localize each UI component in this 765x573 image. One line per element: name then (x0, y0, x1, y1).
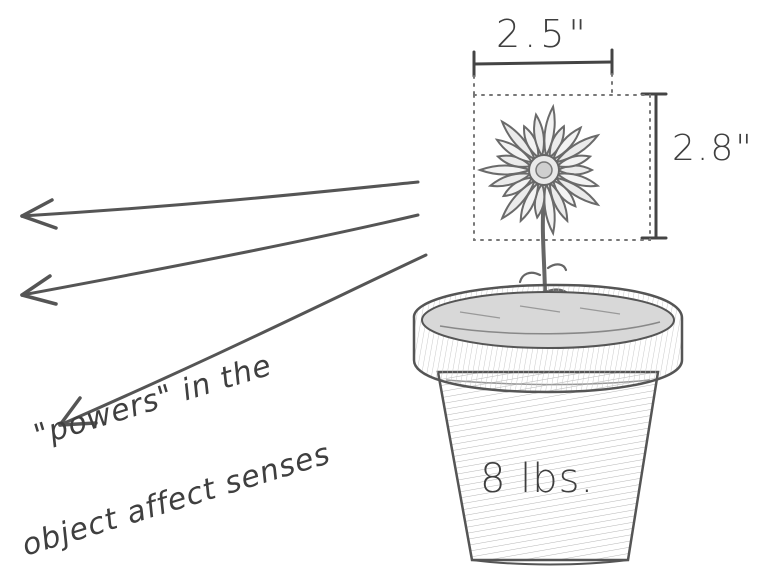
flower-pot-icon (414, 285, 682, 565)
arrow-top (22, 182, 418, 228)
height-dimension-line (642, 94, 666, 238)
arrow-middle (22, 215, 418, 304)
flower-head-icon (480, 107, 598, 234)
height-label: 2.8" (672, 128, 754, 169)
width-label: 2.5" (496, 12, 590, 56)
pot-weight-label: 8 lbs. (480, 456, 594, 502)
